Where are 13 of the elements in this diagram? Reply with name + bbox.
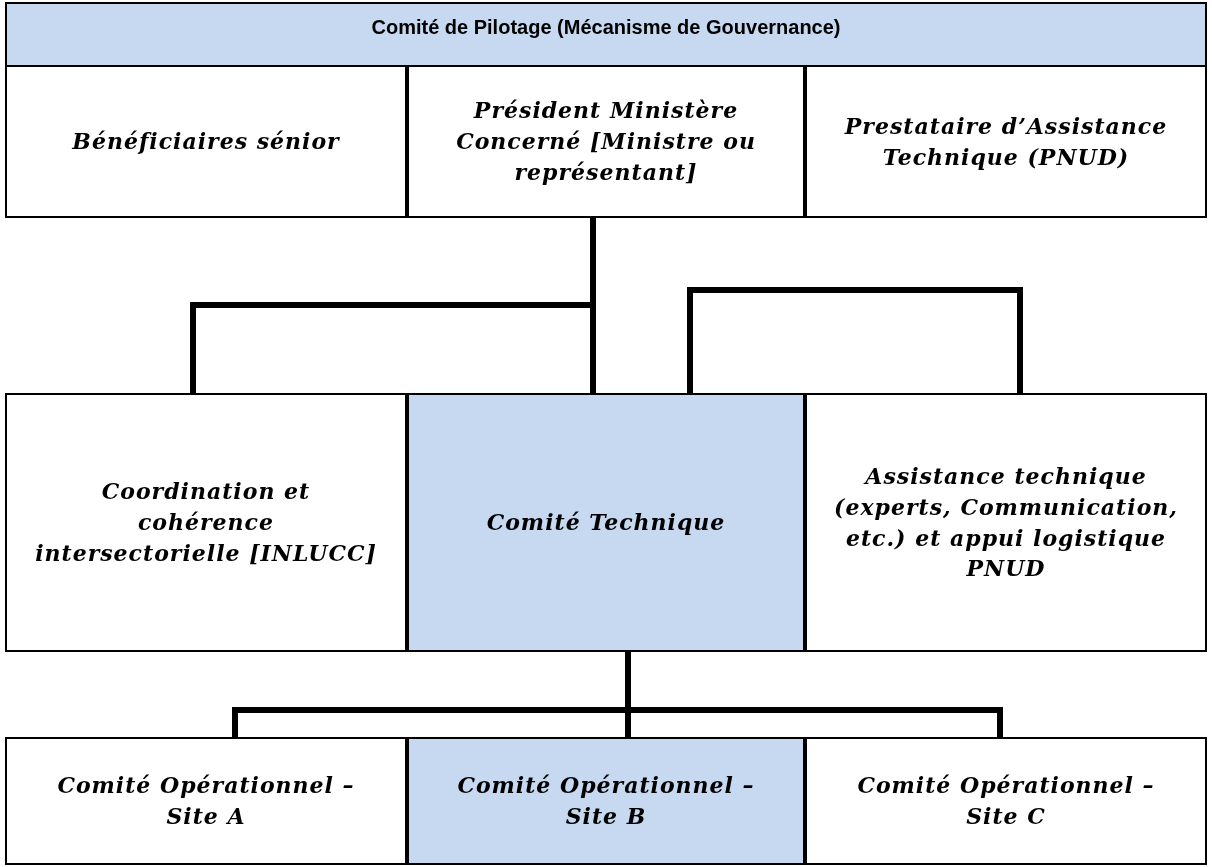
table-cell: Prestataire d’Assistance Technique (PNUD): [805, 65, 1207, 218]
table-cell: Comité Technique: [407, 393, 805, 652]
table-cell: Coordination et cohérence intersectorielle [INLUCC]: [5, 393, 407, 652]
connector-line: [625, 652, 1003, 737]
committee-table: [5, 2, 1207, 218]
table-cell: Assistance technique (experts, Communication, etc.) et appui logistique PNUD: [805, 393, 1207, 652]
table-cell: Bénéficiaires sénior: [5, 65, 407, 218]
table-cell: Comité Opérationnel – Site B: [407, 737, 805, 865]
table-heading: Comité de Pilotage (Mécanisme de Gouvernance): [370, 16, 842, 39]
table-cell: Président Ministère Concerné [Ministre ou représentant]: [407, 65, 805, 218]
table-cell: Comité Opérationnel – Site C: [805, 737, 1207, 865]
table-cell: Comité Opérationnel – Site A: [5, 737, 407, 865]
connector-line: [687, 287, 1023, 393]
